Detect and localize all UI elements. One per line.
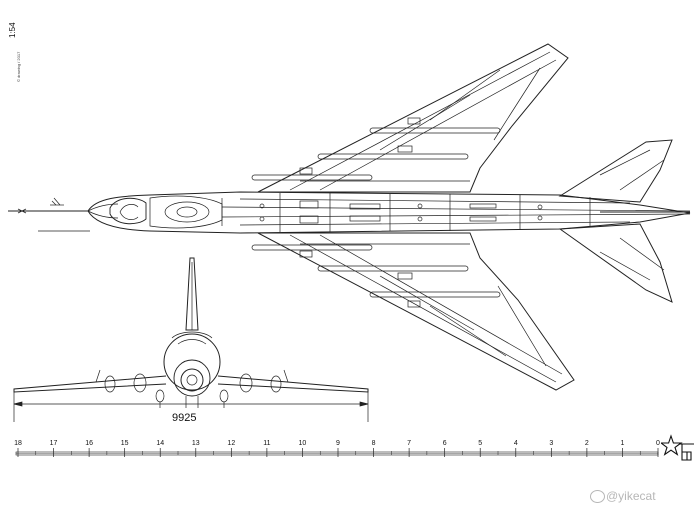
scale-label: 5	[478, 440, 483, 447]
fuselage-section	[163, 333, 221, 391]
watermark-text: @yikecat	[606, 489, 656, 503]
scale-label: 12	[227, 440, 236, 447]
upper-wing	[257, 43, 569, 193]
intake	[180, 368, 204, 392]
scale-label: 11	[263, 440, 271, 447]
scale-label: 9	[336, 440, 340, 447]
scale-label: 16	[85, 440, 93, 447]
sheet-number: 1:54	[8, 22, 17, 38]
right-wing-front	[217, 375, 369, 393]
scale-label: 4	[513, 440, 518, 447]
scale-bar	[15, 448, 659, 457]
scale-label: 10	[298, 440, 307, 447]
scale-label: 2	[584, 440, 589, 447]
upper-stabilizer	[558, 139, 673, 203]
canopy	[109, 197, 147, 225]
scale-label: 8	[371, 440, 376, 447]
scale-label: 13	[191, 440, 200, 447]
fuselage	[87, 191, 691, 234]
scale-label: 18	[14, 440, 22, 447]
scale-label: 14	[156, 440, 165, 447]
sheet-note: 1:54 © drawing / 2017	[8, 22, 22, 94]
vertical-fin	[185, 257, 199, 331]
front-view	[13, 257, 369, 422]
scale-label: 0	[656, 440, 660, 447]
weibo-icon	[590, 490, 605, 503]
star-logo	[661, 434, 694, 461]
scale-label: 1	[620, 440, 625, 447]
plan-view	[8, 43, 691, 391]
scale-label: 6	[442, 440, 447, 447]
lower-stabilizer	[558, 223, 673, 303]
scale-label: 3	[549, 440, 554, 447]
scale-label: 17	[49, 440, 58, 447]
author-credit: © drawing / 2017	[16, 51, 21, 82]
left-wing-front	[13, 375, 167, 393]
scale-label: 15	[120, 440, 129, 447]
span-dimension-label: 9925	[172, 412, 197, 424]
scale-label: 7	[407, 440, 412, 447]
lower-wing	[257, 232, 575, 391]
